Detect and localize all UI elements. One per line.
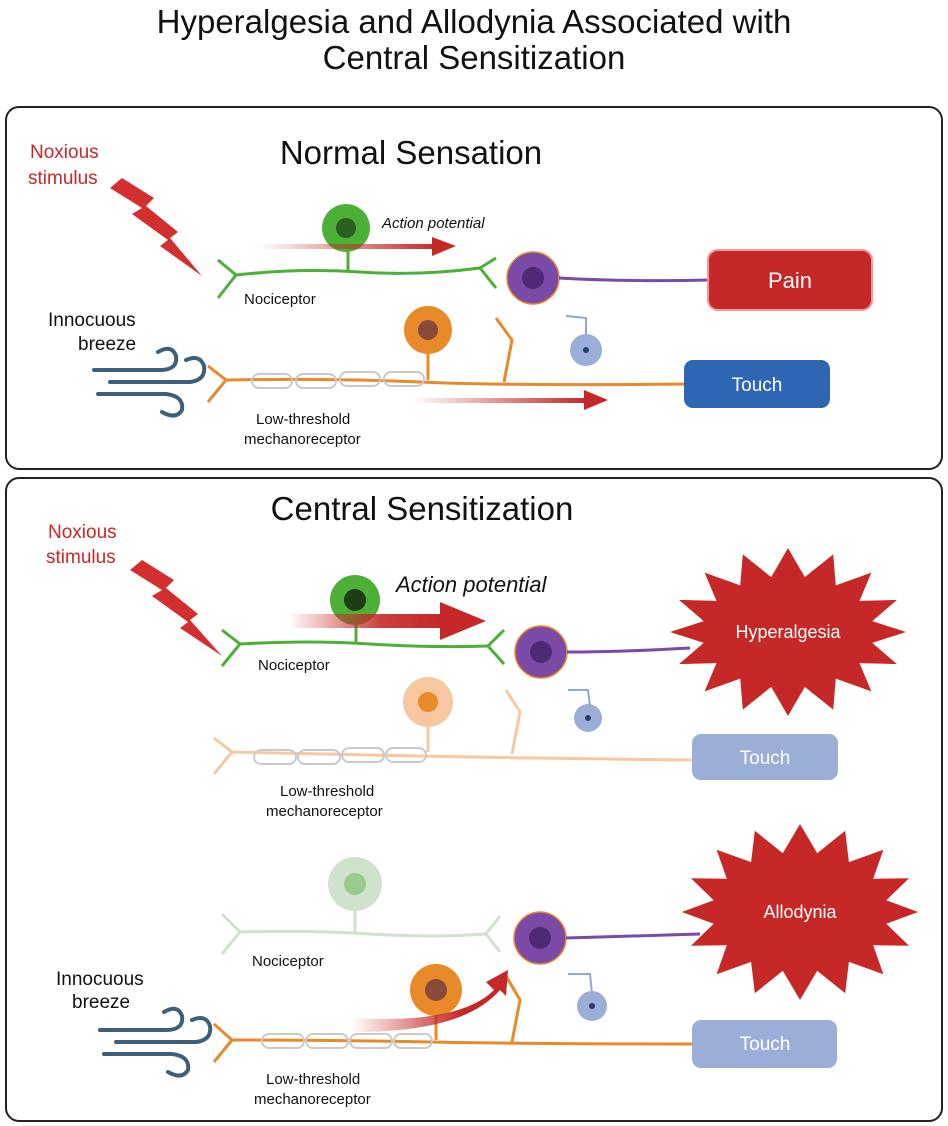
allodynia-mechanoreceptor-label-line-2: mechanoreceptor (254, 1091, 371, 1108)
allodynia-burst-shape (682, 824, 918, 1000)
mechanoreceptor-collateral (494, 317, 514, 383)
action-potential-label: Action potential (381, 215, 485, 232)
allodynia-starburst: Allodynia (682, 824, 918, 1000)
allodynia-myelin-sheath (261, 1033, 433, 1049)
nociceptor-label: Nociceptor (244, 291, 316, 308)
action-potential-arrow-head (432, 237, 456, 256)
title-line-1: Hyperalgesia and Allodynia Associated wi… (156, 3, 792, 40)
pain-box (707, 249, 873, 311)
nociceptor-terminal-right (477, 256, 498, 289)
touch-signal-arrow-head (584, 390, 608, 410)
central-nociceptor-axon (239, 640, 489, 649)
central-nociceptor-label: Nociceptor (258, 657, 330, 674)
panel-normal-title: Normal Sensation (280, 134, 542, 171)
central-projection-neuron-nucleus (530, 641, 552, 663)
central-nociceptor-terminal-right (485, 628, 506, 665)
diagram-title: Hyperalgesia and Allodynia Associated wi… (0, 4, 948, 76)
mechanoreceptor-label-line-2: mechanoreceptor (244, 431, 361, 448)
allodynia-touch-box (692, 1020, 837, 1068)
allodynia-projection-neuron-axon (565, 932, 701, 940)
central-interneuron-terminal (568, 689, 591, 707)
pale-mechanoreceptor-label-line-1: Low-threshold (280, 783, 374, 800)
action-potential-arrow-shaft (258, 244, 436, 249)
hyperalgesia-starburst: Hyperalgesia (670, 548, 906, 716)
allodynia-mechanoreceptor-nucleus (425, 979, 447, 1001)
allodynia-crossover-arrow (352, 970, 508, 1032)
pale-nociceptor-nucleus (344, 873, 366, 895)
central-touch-box (692, 734, 838, 780)
pale-nociceptor-axon (239, 929, 487, 938)
central-innocuous-label-line-2: breeze (72, 992, 130, 1013)
central-lightning-bolt-icon (130, 560, 222, 656)
central-nociceptor-neuron (220, 575, 506, 667)
central-nociceptor-nucleus (344, 589, 366, 611)
noxious-label-line-1: Noxious (30, 142, 99, 163)
interneuron-terminal (565, 315, 587, 340)
projection-neuron-nucleus (522, 267, 544, 289)
innocuous-label-line-1: Innocuous (48, 310, 136, 331)
nociceptor-axon (235, 266, 481, 277)
pale-myelin-sheath (253, 747, 427, 765)
pale-mechanoreceptor-label-line-2: mechanoreceptor (266, 803, 383, 820)
mechanoreceptor-nucleus (418, 320, 438, 340)
myelin-sheath (251, 371, 425, 389)
allodynia-interneuron-terminal (568, 973, 593, 995)
central-action-potential-arrow-shaft (288, 614, 444, 628)
allodynia-mechanoreceptor-neuron (212, 964, 695, 1063)
allodynia-touch-label: Touch (740, 1034, 791, 1055)
central-action-potential-arrow-head (440, 602, 486, 640)
central-wind-icon (98, 1006, 213, 1078)
pale-mechanoreceptor-neuron (212, 677, 695, 775)
allodynia-mechanoreceptor-label-line-1: Low-threshold (266, 1071, 360, 1088)
central-action-potential-label: Action potential (394, 572, 548, 597)
hyperalgesia-label: Hyperalgesia (735, 622, 841, 642)
pale-mechanoreceptor-nucleus (418, 692, 438, 712)
central-touch-label: Touch (740, 748, 791, 769)
pale-nociceptor-label: Nociceptor (252, 953, 324, 970)
noxious-label-line-2: stimulus (28, 168, 98, 189)
allodynia-interneuron-nucleus (589, 1003, 595, 1009)
panel-central-sensitization: Central Sensitization Noxious stimulus A… (5, 477, 943, 1122)
panel-normal-sensation: Normal Sensation Noxious stimulus Action… (5, 106, 943, 470)
lightning-bolt-icon (110, 178, 202, 276)
innocuous-label-line-2: breeze (78, 334, 136, 355)
touch-signal-arrow-shaft (412, 398, 586, 403)
touch-label: Touch (732, 375, 783, 396)
wind-icon (92, 346, 207, 418)
central-noxious-label-line-1: Noxious (48, 522, 117, 543)
central-innocuous-label-line-1: Innocuous (56, 969, 144, 990)
allodynia-label: Allodynia (763, 902, 837, 922)
nociceptor-neuron (216, 204, 498, 299)
pale-mechanoreceptor-collateral (504, 689, 522, 755)
central-interneuron-nucleus (585, 715, 591, 721)
allodynia-projection-neuron-nucleus (529, 927, 551, 949)
mechanoreceptor-label-line-1: Low-threshold (256, 411, 350, 428)
pain-label: Pain (768, 268, 812, 293)
hyperalgesia-burst-shape (670, 548, 906, 716)
touch-box (684, 360, 830, 408)
interneuron-nucleus (583, 347, 589, 353)
allodynia-mechanoreceptor-collateral (504, 975, 522, 1043)
allodynia-mechanoreceptor-axon (231, 1038, 695, 1046)
central-projection-neuron-axon (566, 646, 691, 654)
mechanoreceptor-neuron (206, 306, 691, 403)
title-line-2: Central Sensitization (322, 39, 626, 76)
panel-central-title: Central Sensitization (271, 490, 574, 527)
pale-nociceptor-terminal-right (484, 915, 502, 953)
nociceptor-nucleus (336, 218, 356, 238)
central-noxious-label-line-2: stimulus (46, 547, 116, 568)
projection-neuron-axon (558, 276, 711, 283)
pale-nociceptor-neuron (220, 857, 502, 955)
